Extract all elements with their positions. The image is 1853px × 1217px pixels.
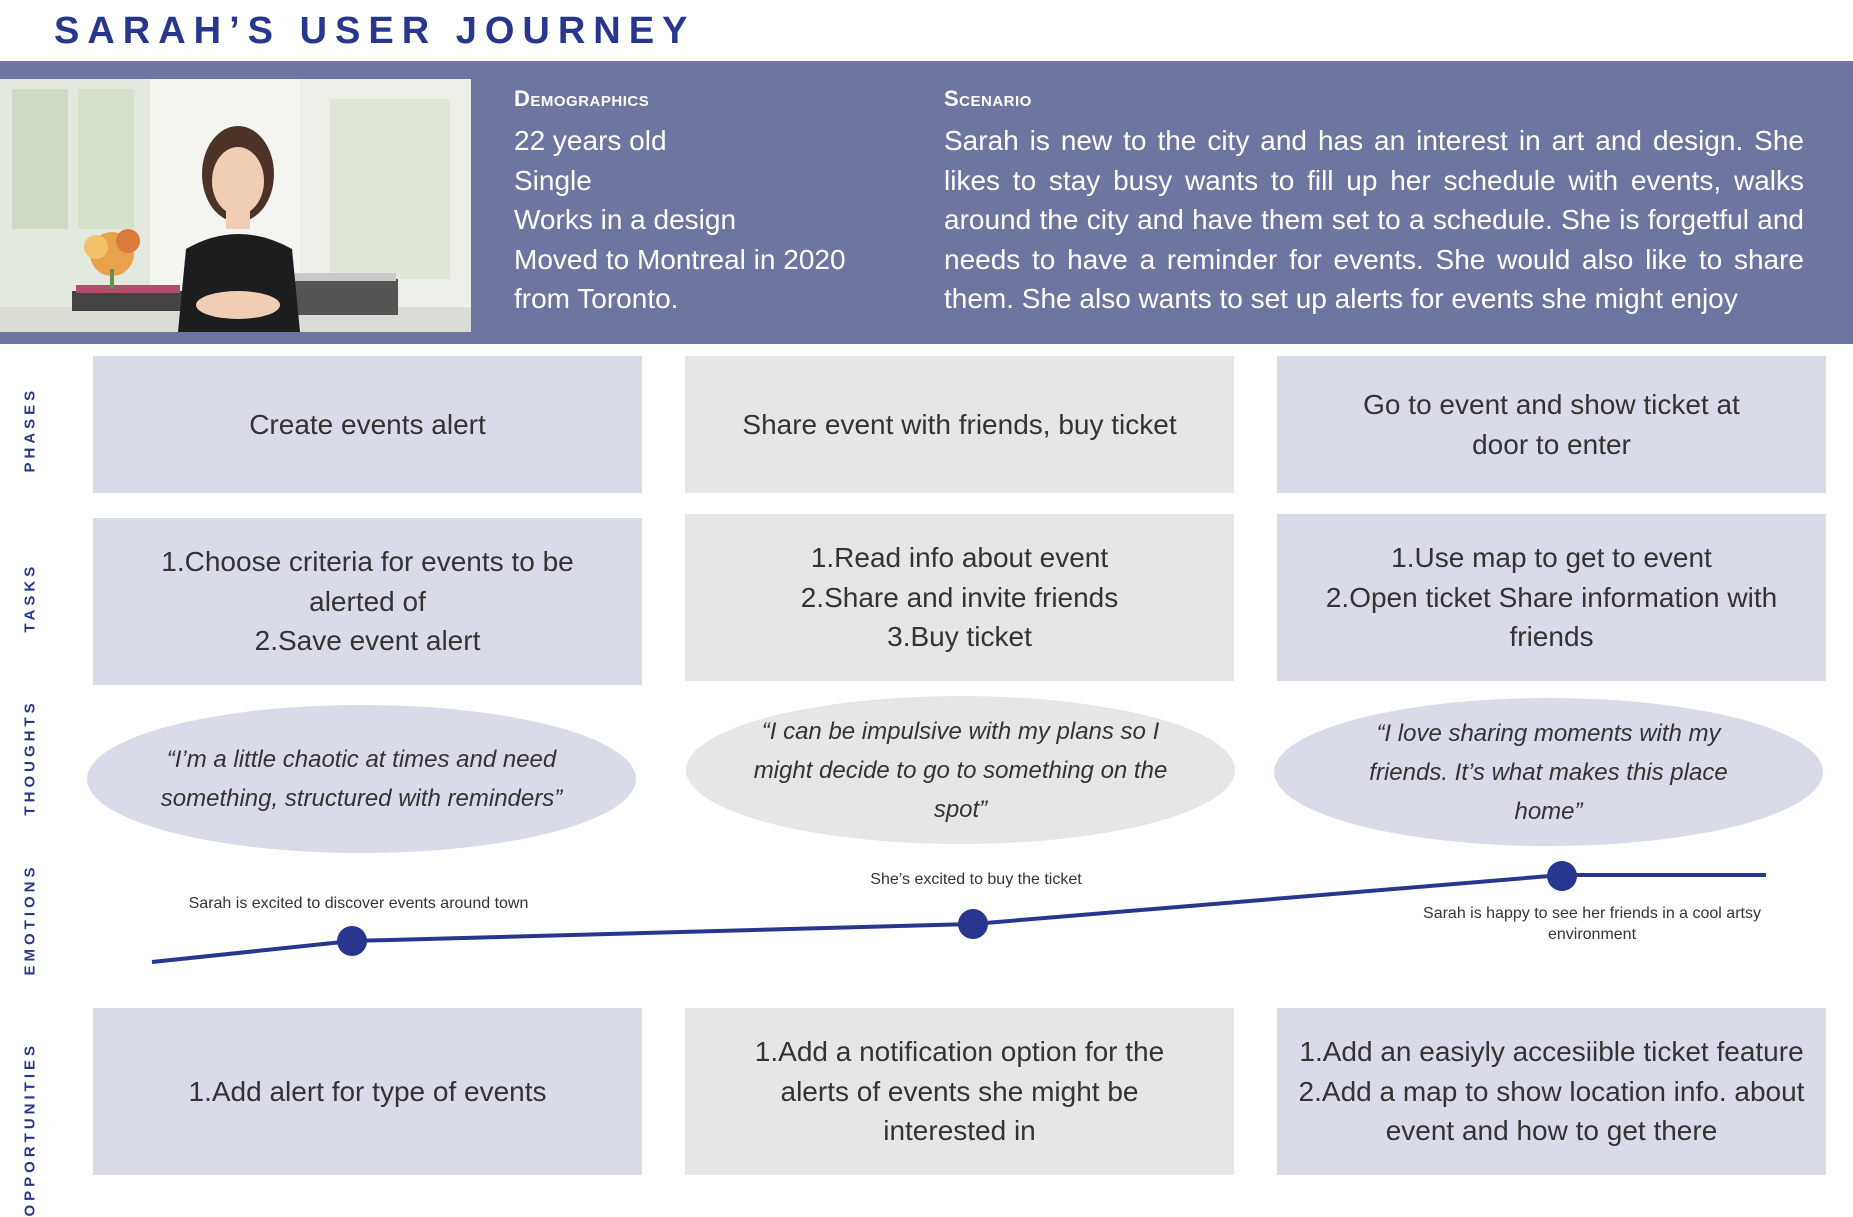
task-list: Read info about event Share and invite f… (801, 538, 1119, 657)
opportunity-list: Add a notification option for the alerts… (745, 1032, 1174, 1151)
thought-text: “I’m a little chaotic at times and need … (160, 746, 563, 812)
demographics-line: 22 years old (514, 125, 667, 156)
phase-text: Create events alert (249, 408, 486, 440)
task-list: Choose criteria for events to be alerted… (133, 542, 602, 661)
opportunity-item: Add an easiyly accesiible ticket feature (1322, 1036, 1804, 1068)
opportunity-item: Add a notification option for the alerts… (778, 1036, 1165, 1147)
scenario-heading: Scenario (944, 86, 1032, 112)
emotion-label: She’s excited to buy the ticket (870, 871, 1082, 888)
task-item: Choose criteria for events to be alerted… (184, 546, 574, 617)
thought-text: “I can be impulsive with my plans so I m… (753, 717, 1168, 823)
emotion-point (958, 909, 988, 939)
thought-text: “I love sharing moments with my friends.… (1369, 719, 1728, 825)
scenario-heading-text: Scenario (944, 86, 1032, 111)
task-card: Use map to get to event Open ticket Shar… (1277, 514, 1826, 681)
task-card: Choose criteria for events to be alerted… (93, 518, 642, 685)
opportunity-item: Add alert for type of events (211, 1075, 547, 1107)
opportunity-card: Add a notification option for the alerts… (685, 1008, 1234, 1175)
task-card: Read info about event Share and invite f… (685, 514, 1234, 681)
task-list: Use map to get to event Open ticket Shar… (1307, 538, 1796, 657)
demographics-line: Works in a design (514, 204, 737, 235)
task-item: Use map to get to event (1414, 542, 1712, 574)
emotion-label: Sarah is excited to discover events arou… (188, 895, 529, 912)
page-title: Sarah’s User Journey (54, 10, 696, 52)
demographics-heading: Demographics (514, 86, 649, 112)
phase-text: Go to event and show ticket at door to e… (1363, 389, 1740, 460)
task-item: Buy ticket (910, 621, 1032, 653)
task-item: Read info about event (834, 542, 1109, 574)
opportunity-list: Add alert for type of events (189, 1072, 547, 1112)
phase-card: Share event with friends, buy ticket (685, 356, 1234, 493)
opportunity-card: Add alert for type of events (93, 1008, 642, 1175)
thought-bubble: “I can be impulsive with my plans so I m… (686, 696, 1235, 844)
emotion-point (1547, 861, 1577, 891)
emotion-line (151, 939, 353, 964)
opportunity-card: Add an easiyly accesiible ticket feature… (1277, 1008, 1826, 1175)
demographics-line: Single (514, 164, 592, 196)
demographics-heading-text: Demographics (514, 86, 650, 111)
demographics-line: from Toronto. (514, 283, 679, 314)
scenario-text: Sarah is new to the city and has an inte… (944, 125, 1804, 314)
opportunity-list: Add an easiyly accesiible ticket feature… (1287, 1032, 1816, 1151)
task-item: Save event alert (278, 625, 481, 657)
demographics-line: Moved to Montreal in 2020 (514, 243, 846, 275)
demographics-list: 22 years old Single Works in a design Mo… (514, 121, 894, 319)
thought-bubble: “I’m a little chaotic at times and need … (87, 705, 636, 853)
task-item: Share and invite friends (824, 581, 1119, 613)
emotion-line (972, 873, 1563, 926)
emotion-point (337, 926, 367, 956)
persona-photo (0, 79, 471, 332)
thought-bubble: “I love sharing moments with my friends.… (1274, 698, 1823, 846)
opportunity-item: Add a map to show location info. about e… (1321, 1075, 1805, 1147)
emotion-label: Sarah is happy to see her friends in a c… (1423, 905, 1761, 943)
emotion-line (351, 922, 974, 943)
phase-card: Go to event and show ticket at door to e… (1277, 356, 1826, 493)
task-item: Open ticket Share information with frien… (1349, 581, 1778, 653)
phase-card: Create events alert (93, 356, 642, 493)
phase-text: Share event with friends, buy ticket (742, 408, 1177, 440)
